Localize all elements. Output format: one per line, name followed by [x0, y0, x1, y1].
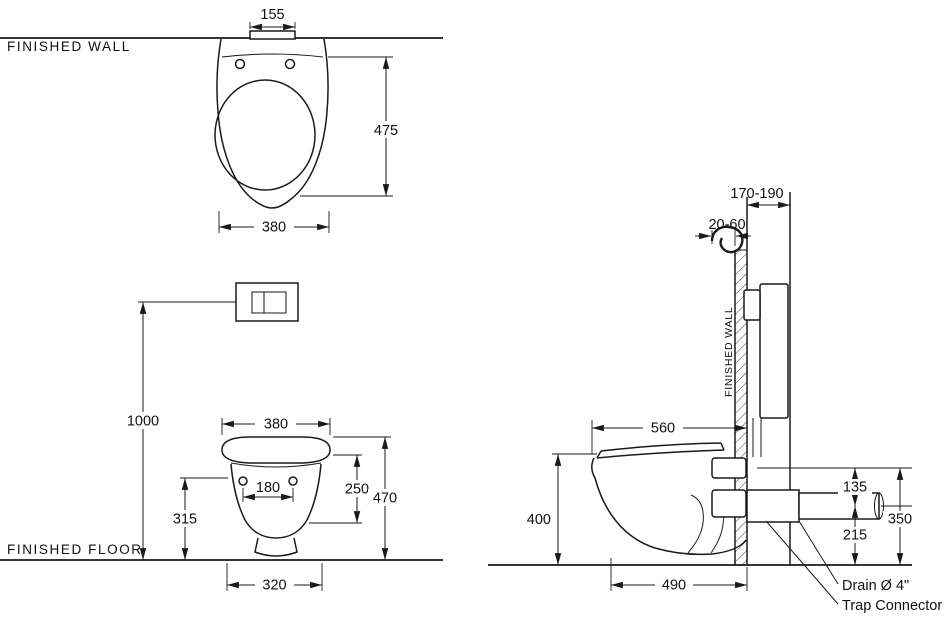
dim-470: 470	[373, 491, 397, 507]
pan-profile	[591, 457, 747, 556]
dim-seat-depth: 250	[309, 454, 374, 524]
water-supply-pipe	[710, 225, 744, 254]
finished-wall-hatch	[735, 250, 747, 565]
bowl-outlet-front	[254, 537, 298, 557]
dim-135: 135	[843, 480, 867, 496]
dim-350: 350	[888, 512, 912, 528]
finished-wall-side-label: FINISHED WALL	[723, 306, 735, 397]
dim-320: 320	[262, 578, 286, 594]
side-view: FINISHED WALL 170-190 20-60	[488, 186, 942, 614]
dim-base-width: 320	[226, 563, 323, 594]
dim-inlet-height: 350	[883, 468, 917, 565]
bowl-body-front	[230, 463, 322, 539]
rim-arc	[230, 462, 322, 468]
dim-315: 315	[173, 512, 197, 528]
trapway-line-1	[687, 494, 704, 554]
front-view: 1000 380 180 250 470	[0, 282, 443, 594]
seat-line	[596, 449, 725, 459]
flush-buttons	[251, 291, 287, 314]
dim-rim-height: 315	[168, 477, 228, 560]
dim-170-190: 170-190	[730, 186, 783, 202]
drain-pipe	[798, 492, 880, 520]
finished-wall-label: FINISHED WALL	[7, 39, 131, 54]
dim-hole-spacing: 180	[242, 480, 294, 502]
dim-drain-height: 215	[838, 506, 872, 565]
dim-560: 560	[651, 421, 675, 437]
dim-actuator-height: 1000	[121, 301, 236, 560]
dim-inlet-to-drain: 135	[838, 468, 872, 506]
callouts: Drain Ø 4" Trap Connector	[765, 520, 942, 614]
dim-1000: 1000	[127, 414, 159, 430]
finished-floor-label: FINISHED FLOOR	[7, 542, 143, 557]
dim-frame-depth: 170-190	[730, 186, 790, 209]
dim-width-front: 380	[221, 415, 331, 435]
concealed-cistern	[759, 283, 789, 419]
dim-215: 215	[843, 528, 867, 544]
dim-depth-total: 560	[591, 420, 747, 454]
flush-bend	[743, 289, 761, 321]
dim-490: 490	[662, 578, 686, 594]
dim-depth: 475	[300, 56, 404, 197]
trap-connector-shape	[746, 489, 800, 523]
dim-400: 400	[527, 512, 551, 528]
dim-height-side: 400	[527, 453, 597, 565]
hinge-right	[284, 58, 296, 70]
inlet-connector	[711, 457, 747, 479]
dim-total-height: 470	[333, 436, 402, 560]
dim-380-top: 380	[262, 220, 286, 236]
cistern-plate-top	[249, 30, 296, 40]
cover-top-line	[600, 442, 722, 452]
trap-leader-line	[765, 520, 839, 605]
dim-250: 250	[345, 482, 369, 498]
dim-475: 475	[374, 123, 398, 139]
trap-callout-label: Trap Connector	[842, 598, 942, 614]
dim-plate-width: 155	[249, 7, 296, 31]
dim-projection: 490	[610, 558, 748, 594]
dim-width-top: 380	[218, 211, 330, 236]
cover-back-edge	[720, 442, 725, 451]
dim-155: 155	[260, 7, 284, 23]
seat-front	[221, 436, 331, 464]
outlet-connector	[711, 489, 747, 518]
lid-edge-line	[221, 53, 324, 58]
cover-front-edge	[596, 450, 602, 459]
drain-callout-label: Drain Ø 4"	[842, 578, 909, 594]
mount-hole-right	[288, 476, 298, 486]
dim-380-front: 380	[264, 417, 288, 433]
mount-hole-left	[238, 476, 248, 486]
toilet-top-outline	[216, 38, 329, 209]
flush-plate	[235, 282, 299, 322]
bowl-opening	[214, 79, 316, 191]
top-view: FINISHED WALL 155 475 380	[0, 7, 443, 236]
drain-leader-line	[798, 520, 839, 585]
dim-180: 180	[256, 480, 280, 496]
hinge-left	[234, 58, 246, 70]
